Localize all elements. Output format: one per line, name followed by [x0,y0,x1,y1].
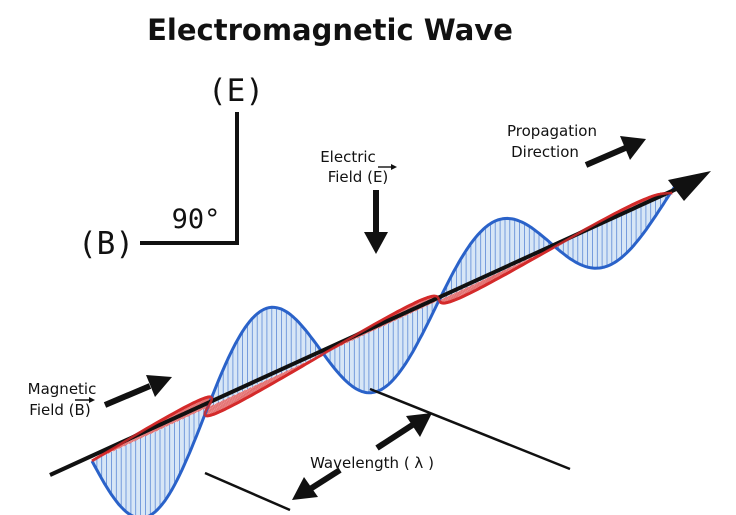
magnetic-wave-hatch-line [210,387,252,416]
magnetic-pointer-arrow [103,375,172,408]
magnetic-label-line1: Magnetic [28,380,97,398]
electric-label-line1: Electric [320,148,376,166]
magnetic-wave-hatch-line [214,384,257,415]
electric-pointer-arrow [364,190,388,254]
magnetic-wave-front [91,191,673,463]
propagation-label-line1: Propagation [507,122,597,140]
electric-wave-curve [90,185,677,515]
magnetic-wave-hatch-line [204,396,231,415]
magnetic-wave-hatch-line [440,293,453,303]
magnetic-wave-hatch-line [205,394,236,416]
magnetic-wave-outline [91,191,673,463]
magnetic-axis-label: (B) [78,226,134,262]
field-orientation-key: (E) (B) 90° [78,73,264,262]
electric-axis-label: (E) [208,73,264,109]
propagation-label-line2: Direction [511,143,579,161]
propagation-arrow [584,136,646,168]
magnetic-wave-hatch-line [208,389,246,417]
electric-label-line2: Field (E) [328,168,389,186]
right-angle-label: 90° [172,204,221,235]
magnetic-wave-hatch-line [444,286,469,304]
magnetic-wave-hatch-line [204,399,225,414]
page-title: Electromagnetic Wave [147,13,513,47]
wavelength-bracket-left [204,471,291,512]
magnetic-label-line2: Field (B) [29,401,90,419]
orientation-axes [140,112,239,245]
wavelength-label: Wavelength ( λ ) [310,454,434,472]
magnetic-wave-hatch-line [206,391,241,417]
wavelength-bracket-right [369,387,571,471]
propagation-axis-arrowhead [668,171,711,201]
wavelength-indicator: Wavelength ( λ ) [204,387,571,512]
magnetic-wave-hatch-line [447,283,474,303]
magnetic-wave-hatch-line [442,288,464,304]
magnetic-wave-hatch-line [441,291,458,304]
